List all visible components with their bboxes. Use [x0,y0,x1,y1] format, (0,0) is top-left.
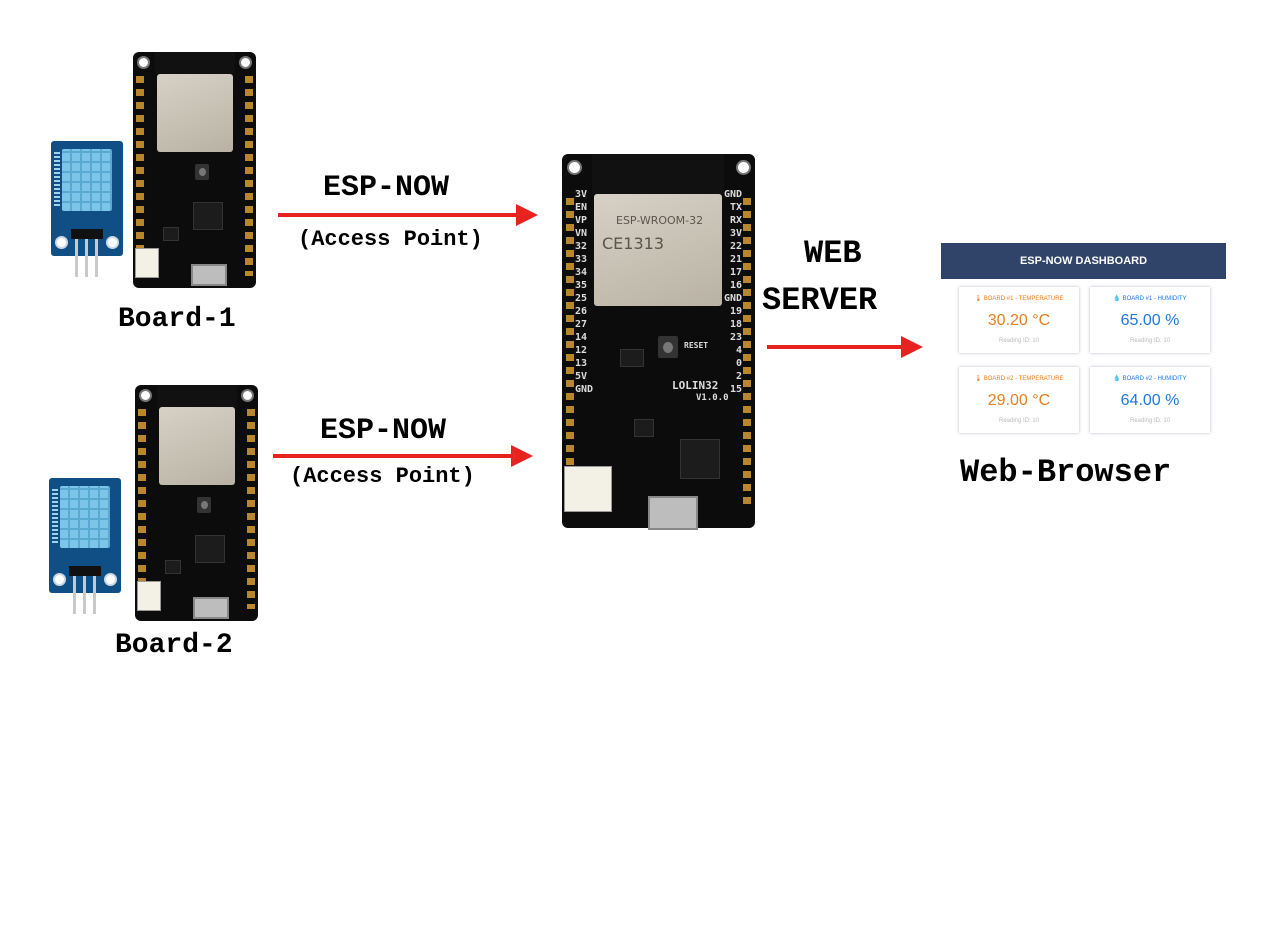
esp32-receiver-board: ESP-WROOM-32 CE1313 3V EN VP VN 32 33 34… [562,154,755,530]
card-reading-id: Reading ID: 10 [1129,418,1171,424]
card-board1-humidity: 💧 BOARD #1 - HUMIDITY 65.00 % Reading ID… [1090,287,1210,353]
board-2-label: Board-2 [115,630,233,661]
link-1-mode: (Access Point) [298,227,483,252]
card-title: BOARD #2 - TEMPERATURE [983,376,1064,382]
card-value: 64.00 % [1120,392,1180,409]
card-title: BOARD #1 - TEMPERATURE [983,296,1064,302]
card-board1-temperature: 🌡 BOARD #1 - TEMPERATURE 30.20 °C Readin… [959,287,1079,353]
link-2-arrow [273,454,513,458]
link-1-protocol: ESP-NOW [323,171,450,205]
card-title: BOARD #2 - HUMIDITY [1122,376,1187,382]
dashboard-title: ESP-NOW DASHBOARD [941,243,1226,279]
card-title: BOARD #1 - HUMIDITY [1122,296,1187,302]
card-reading-id: Reading ID: 10 [1129,338,1171,344]
reset-label: RESET [684,341,709,350]
server-label-line2: SERVER [762,282,878,319]
card-board2-humidity: 💧 BOARD #2 - HUMIDITY 64.00 % Reading ID… [1090,367,1210,433]
thermometer-icon: 🌡 [974,296,983,302]
model-label: LOLIN32 [672,379,719,392]
link-2-mode: (Access Point) [290,464,475,489]
link-2-protocol: ESP-NOW [320,414,447,448]
battery-connector [564,466,612,512]
module-label: ESP-WROOM-32 [616,214,704,227]
card-board2-temperature: 🌡 BOARD #2 - TEMPERATURE 29.00 °C Readin… [959,367,1079,433]
reset-button [658,336,678,358]
thermometer-icon: 🌡 [974,376,983,382]
esp32-board-2 [135,385,258,621]
version-label: V1.0.0 [696,393,729,403]
esp32-board-1 [133,52,256,288]
link-1-arrowhead [516,204,538,226]
link-2-arrowhead [511,445,533,467]
dht11-sensor-1 [51,141,123,277]
card-reading-id: Reading ID: 10 [998,418,1040,424]
droplet-icon: 💧 [1113,296,1121,302]
server-label-line1: WEB [804,235,862,272]
server-arrowhead [901,336,923,358]
web-browser-label: Web-Browser [960,454,1172,491]
receiver-left-pin-labels: 3V EN VP VN 32 33 34 35 25 26 27 14 12 1… [575,189,594,395]
card-value: 30.20 °C [987,312,1051,329]
card-value: 29.00 °C [987,392,1051,409]
usb-port [648,496,698,530]
ce-mark: CE1313 [602,234,664,253]
card-value: 65.00 % [1120,312,1180,329]
esp-wroom-32-module: ESP-WROOM-32 CE1313 [594,194,722,306]
receiver-right-pin-labels: GND TX RX 3V 22 21 17 16 GND 19 18 23 4 … [723,189,742,395]
dht11-sensor-2 [49,478,121,614]
esp-now-dashboard: ESP-NOW DASHBOARD 🌡 BOARD #1 - TEMPERATU… [941,243,1226,439]
link-1-arrow [278,213,518,217]
board-1-label: Board-1 [118,304,236,335]
droplet-icon: 💧 [1113,376,1121,382]
server-arrow [767,345,903,349]
card-reading-id: Reading ID: 10 [998,338,1040,344]
